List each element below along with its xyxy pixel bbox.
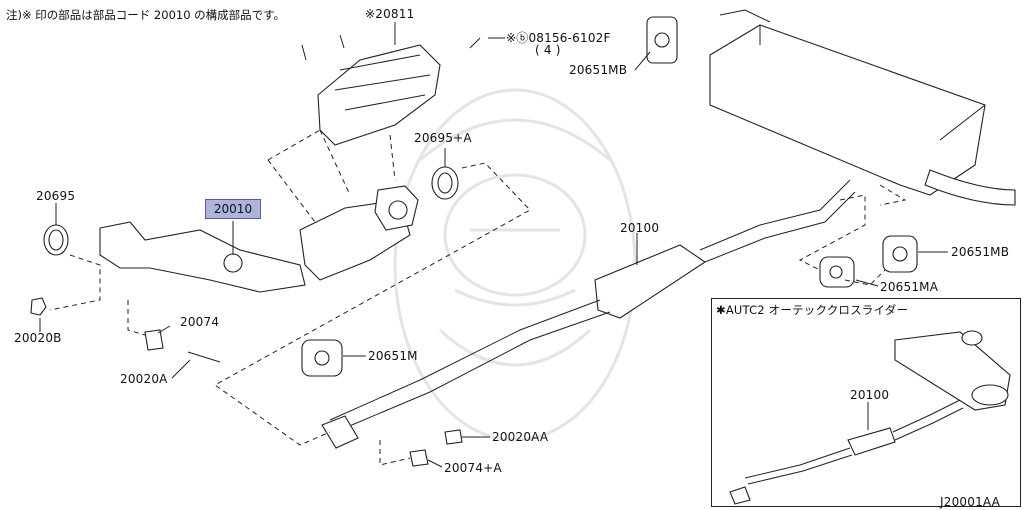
hanger-20651MA xyxy=(819,256,855,288)
label-20074[interactable]: 20074 xyxy=(180,315,220,329)
front-pipe-20010 xyxy=(99,185,419,293)
inset-drawing xyxy=(729,330,1011,505)
label-20695[interactable]: 20695 xyxy=(36,189,76,203)
leader-lines xyxy=(39,22,948,468)
inset-panel xyxy=(711,298,1021,507)
bolt-20020AA xyxy=(444,429,463,445)
label-20695A[interactable]: 20695+A xyxy=(414,131,472,145)
label-20811[interactable]: ※20811 xyxy=(365,7,415,21)
diagram-id: J20001AA xyxy=(940,495,1001,509)
label-20074A[interactable]: 20074+A xyxy=(444,461,502,475)
label-20651M[interactable]: 20651M xyxy=(368,349,418,363)
reference-lines xyxy=(49,129,907,466)
nut-20020B xyxy=(30,297,47,316)
label-20651MB-top[interactable]: 20651MB xyxy=(569,63,628,77)
inset-label-20100[interactable]: 20100 xyxy=(850,388,890,402)
label-20020B[interactable]: 20020B xyxy=(14,331,62,345)
center-muffler-20100 xyxy=(321,179,856,449)
bolt-20020A xyxy=(187,351,221,363)
label-08156-qty: ( 4 ) xyxy=(535,43,561,57)
label-20100[interactable]: 20100 xyxy=(620,221,660,235)
hanger-20651MB-right xyxy=(882,235,918,273)
label-20020AA[interactable]: 20020AA xyxy=(492,430,549,444)
main-muffler xyxy=(709,9,1016,206)
label-20651MA[interactable]: 20651MA xyxy=(880,280,939,294)
component-note: 注)※ 印の部品は部品コード 20010 の構成部品です。 xyxy=(6,8,286,22)
nut-20074 xyxy=(144,329,164,351)
mount-bolts xyxy=(301,34,481,61)
nut-20074A xyxy=(409,449,429,467)
hanger-20651MB-top xyxy=(646,16,678,64)
inset-title: ✱AUTC2 オーテッククロスライダー xyxy=(716,303,909,317)
label-20020A[interactable]: 20020A xyxy=(120,372,168,386)
hanger-20651M xyxy=(301,339,343,377)
label-08156[interactable]: ※ⓑ08156-6102F xyxy=(506,31,611,45)
heat-shield-20811 xyxy=(317,44,441,146)
label-20651MB-right[interactable]: 20651MB xyxy=(951,245,1010,259)
label-20010-highlighted[interactable]: 20010 xyxy=(205,199,261,219)
